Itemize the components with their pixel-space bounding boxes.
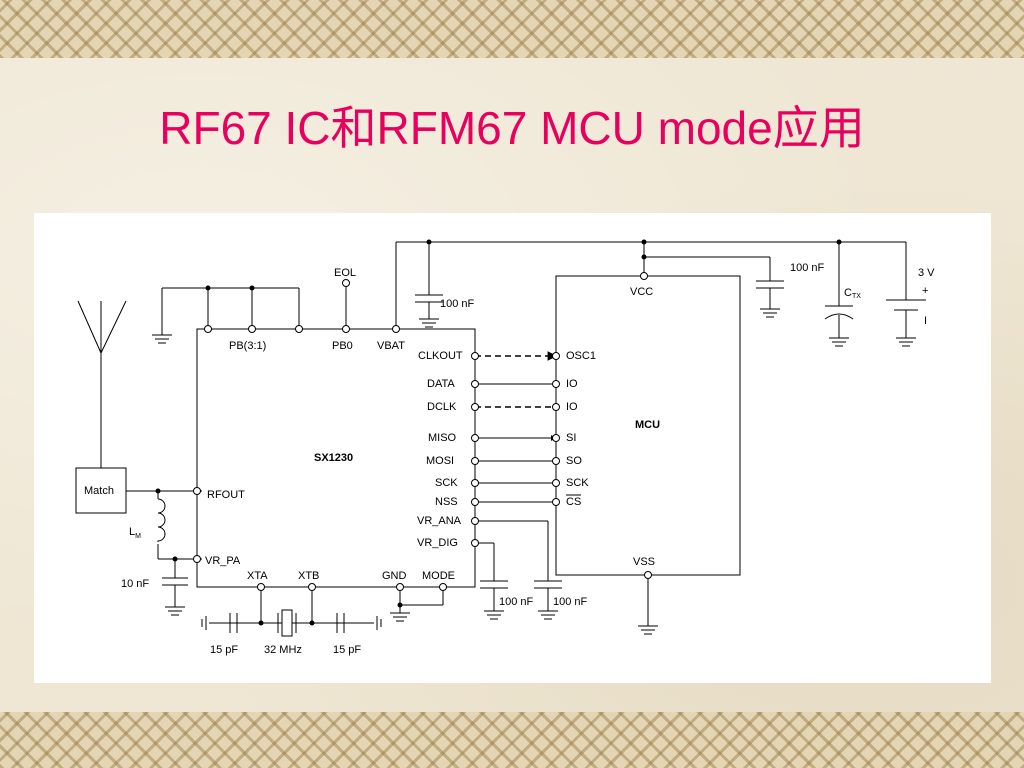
ground-icon [390,612,410,622]
capacitor-vcc-icon [756,280,784,318]
cap-15pf-left-label: 15 pF [210,644,238,656]
pin-miso: MISO [428,432,457,444]
capacitor-vr-ana-icon [534,580,562,620]
sx1230-label: SX1230 [314,452,353,464]
pin-xtb: XTB [298,570,319,582]
mcu-label: MCU [635,419,660,431]
top-decorative-border [0,0,1024,58]
crystal-label: 32 MHz [264,644,302,656]
mcu-pin-vcc: VCC [630,286,653,298]
slide-title: RF67 IC和RFM67 MCU mode应用 [159,102,865,154]
pin-vr-ana: VR_ANA [417,515,462,527]
mcu-pin-cs: CS [566,496,581,508]
crystal-icon [277,609,297,637]
mcu-pin-si: SI [566,432,576,444]
mcu-pin-vss: VSS [633,556,655,568]
pin-xta: XTA [247,570,268,582]
pin-gnd: GND [382,570,407,582]
cap-100nf-ana-label: 100 nF [553,596,588,608]
schematic-panel: SX1230 MCU PB(3:1) PB0 VBAT EOL CLKOUT D… [34,213,991,683]
bottom-decorative-border [0,712,1024,768]
schematic-diagram: SX1230 MCU PB(3:1) PB0 VBAT EOL CLKOUT D… [75,239,935,656]
capacitor-vbat-icon [415,294,443,328]
inductor-icon [157,491,166,559]
capacitor-vr-dig-icon [480,580,508,620]
pin-clkout: CLKOUT [418,350,463,362]
battery-icon [886,299,926,347]
cap-100nf-dig-label: 100 nF [499,596,534,608]
inductor-label: LM [129,526,141,540]
cap-15pf-right-label: 15 pF [333,644,361,656]
pin-pb: PB(3:1) [229,340,266,352]
battery-plus-label: + [922,285,928,297]
pin-mosi: MOSI [426,455,454,467]
mcu-pin-io: IO [566,378,578,390]
cap-100nf-vbat-label: 100 nF [440,298,475,310]
ground-icon [165,606,185,616]
battery-minus-label: I [924,315,927,327]
pin-nss: NSS [435,496,458,508]
pin-sck: SCK [435,477,458,489]
pin-data: DATA [427,378,455,390]
cap-100nf-vcc-label: 100 nF [790,262,825,274]
ground-icon [638,625,658,635]
pin-vr-pa: VR_PA [205,555,241,567]
pin-pb0: PB0 [332,340,353,352]
mcu-pin-so: SO [566,455,582,467]
pin-vr-dig: VR_DIG [417,537,458,549]
mcu-pin-osc1: OSC1 [566,350,596,362]
mcu-pin-sck: SCK [566,477,589,489]
ctx-label: CTX [844,287,861,300]
pin-dclk: DCLK [427,401,457,413]
pin-vbat: VBAT [377,340,405,352]
capacitor-15pf-left-icon [229,613,238,633]
ground-icon [152,334,172,344]
capacitor-15pf-right-icon [336,613,345,633]
pin-mode: MODE [422,570,455,582]
antenna-icon [77,300,127,468]
cap-10nf-label: 10 nF [121,578,149,590]
pin-rfout: RFOUT [207,489,245,501]
capacitor-ctx-icon [824,305,854,347]
battery-voltage-label: 3 V [918,267,935,279]
pin-eol: EOL [334,267,356,279]
capacitor-10nf-icon [162,577,188,607]
mcu-pin-io: IO [566,401,578,413]
match-label: Match [84,485,114,497]
